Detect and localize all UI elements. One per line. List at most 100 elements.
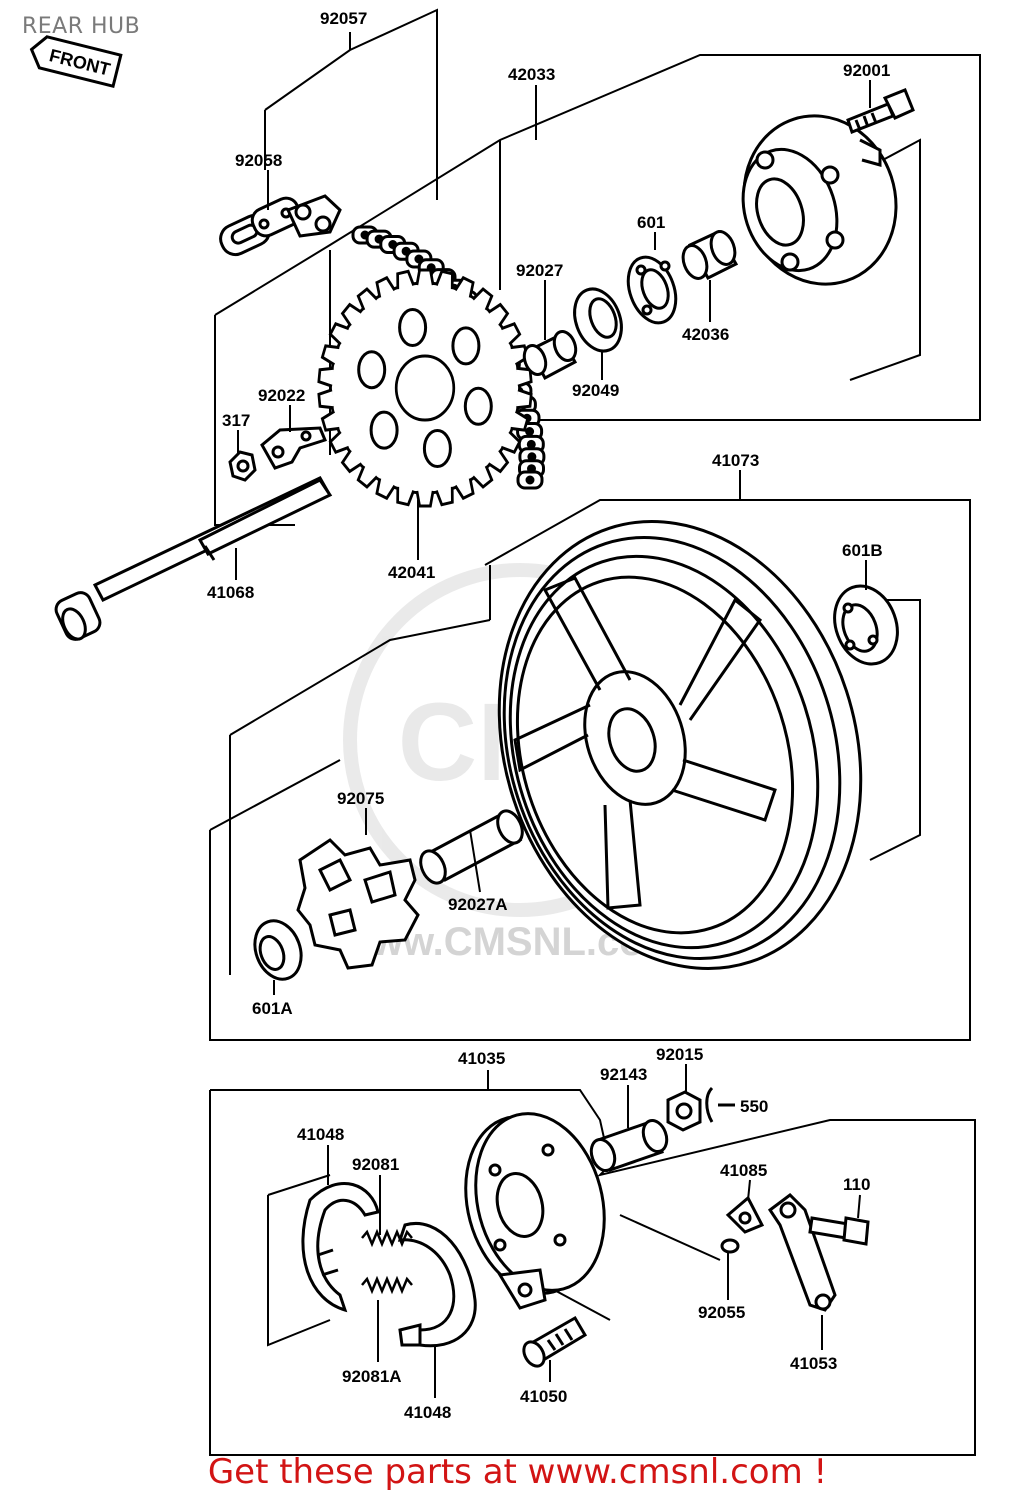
part-label: 110: [843, 1175, 870, 1194]
chain-pin: [527, 452, 537, 462]
collar-92143: [589, 1119, 669, 1172]
sprocket-tooth: [396, 486, 415, 507]
sprocket-tooth: [340, 449, 363, 474]
part-label: 92075: [337, 789, 384, 808]
lever-bolt: [808, 1216, 870, 1246]
part-label: 41048: [297, 1125, 344, 1144]
part-labels: 92057 42033 92001 92058 601 92027 42036 …: [207, 9, 890, 1422]
sprocket-tooth: [500, 430, 522, 455]
sprocket-tooth: [320, 344, 340, 367]
part-label: 41053: [790, 1354, 837, 1373]
sprocket-tooth: [317, 366, 334, 388]
sprocket-tooth: [340, 302, 363, 327]
part-label: 41035: [458, 1049, 505, 1068]
chain-joint-link: [219, 194, 342, 257]
part-label: 317: [222, 411, 250, 430]
sprocket-tooth: [516, 366, 533, 388]
collar-42036: [681, 230, 739, 280]
sprocket-tooth: [435, 269, 454, 290]
sprocket-lightening-hole: [422, 429, 452, 468]
part-label: 92057: [320, 9, 367, 28]
chain-pin: [414, 254, 424, 264]
sprocket-tooth: [487, 302, 510, 327]
part-label: 42033: [508, 65, 555, 84]
part-label: 601B: [842, 541, 883, 560]
sprocket-tooth: [328, 321, 350, 346]
part-label: 92058: [235, 151, 282, 170]
leader-lines: [235, 32, 871, 1398]
part-label: 92143: [600, 1065, 647, 1084]
cotter-pin: [705, 1086, 735, 1123]
part-label: 41048: [404, 1403, 451, 1422]
sprocket-lightening-hole: [357, 350, 387, 390]
promo-banner[interactable]: Get these parts at www.cmsnl.com !: [207, 1452, 828, 1492]
cast-wheel: [497, 520, 863, 970]
sprocket-tooth: [375, 478, 396, 501]
coupling-bolt: [846, 88, 915, 134]
brake-shoe-lower: [397, 1222, 477, 1348]
sprocket-coupling: [741, 114, 898, 286]
axle-nut: [666, 1090, 702, 1132]
sprocket-tooth: [500, 321, 522, 346]
wheel-group-outline: [209, 499, 971, 1041]
sprocket-tooth: [317, 388, 334, 410]
sprocket-tooth: [454, 478, 475, 501]
lock-tab: [260, 426, 328, 470]
brake-cam: [522, 1315, 588, 1368]
page-title: REAR HUB: [22, 14, 141, 39]
washer-92055: [720, 1238, 740, 1254]
sprocket-tooth: [435, 486, 454, 507]
sprocket-lightening-hole: [369, 410, 399, 450]
bearing-601b: [833, 584, 899, 666]
part-label: 41085: [720, 1161, 767, 1180]
part-label: 601A: [252, 999, 293, 1018]
sprocket-tooth: [328, 430, 350, 455]
wear-indicator: [725, 1195, 765, 1234]
sprocket-tooth: [510, 409, 530, 432]
rear-axle: [54, 476, 333, 641]
sprocket-tooth: [356, 465, 378, 489]
hub-damper: [296, 838, 420, 970]
part-label: 41073: [712, 451, 759, 470]
part-label: 42036: [682, 325, 729, 344]
sprocket-nut: [228, 450, 257, 482]
sprocket-tooth: [415, 268, 435, 286]
collar-92027a: [419, 809, 524, 885]
sprocket-tooth: [516, 388, 533, 410]
chain-pin: [525, 475, 535, 485]
part-label: 92027A: [448, 895, 508, 914]
part-label: 92081: [352, 1155, 399, 1174]
brake-group-outline: [209, 1070, 976, 1456]
chain-pin: [525, 427, 535, 436]
sprocket-tooth: [415, 490, 435, 508]
rear-sprocket: [317, 268, 533, 508]
shoe-springs: [361, 1228, 413, 1295]
sprocket-tooth: [472, 287, 494, 311]
sprocket-lightening-hole: [451, 326, 481, 366]
part-label: 92055: [698, 1303, 745, 1322]
sprocket-lightening-hole: [463, 386, 493, 426]
sprocket-tooth: [396, 269, 415, 290]
sprocket-tooth: [454, 275, 475, 298]
collar-92027: [522, 329, 578, 381]
sprocket-tooth: [356, 287, 378, 311]
part-label: 92022: [258, 386, 305, 405]
chain-pin: [526, 439, 536, 449]
part-label: 42041: [388, 563, 435, 582]
part-label: 601: [637, 213, 665, 232]
part-label: 92015: [656, 1045, 703, 1064]
bearing-601: [626, 255, 678, 325]
part-label: 550: [740, 1097, 768, 1116]
bearing-601a: [253, 919, 303, 981]
sprocket-tooth: [472, 465, 494, 489]
part-label: 92081A: [342, 1367, 402, 1386]
sprocket-lightening-hole: [398, 308, 428, 347]
brake-shoe-upper: [301, 1182, 380, 1313]
sprocket-tooth: [375, 275, 396, 298]
brake-panel: [464, 1112, 606, 1310]
sprocket-tooth: [487, 449, 510, 474]
part-label: 41068: [207, 583, 254, 602]
part-label: 92049: [572, 381, 619, 400]
brake-cam-lever: [767, 1193, 837, 1312]
